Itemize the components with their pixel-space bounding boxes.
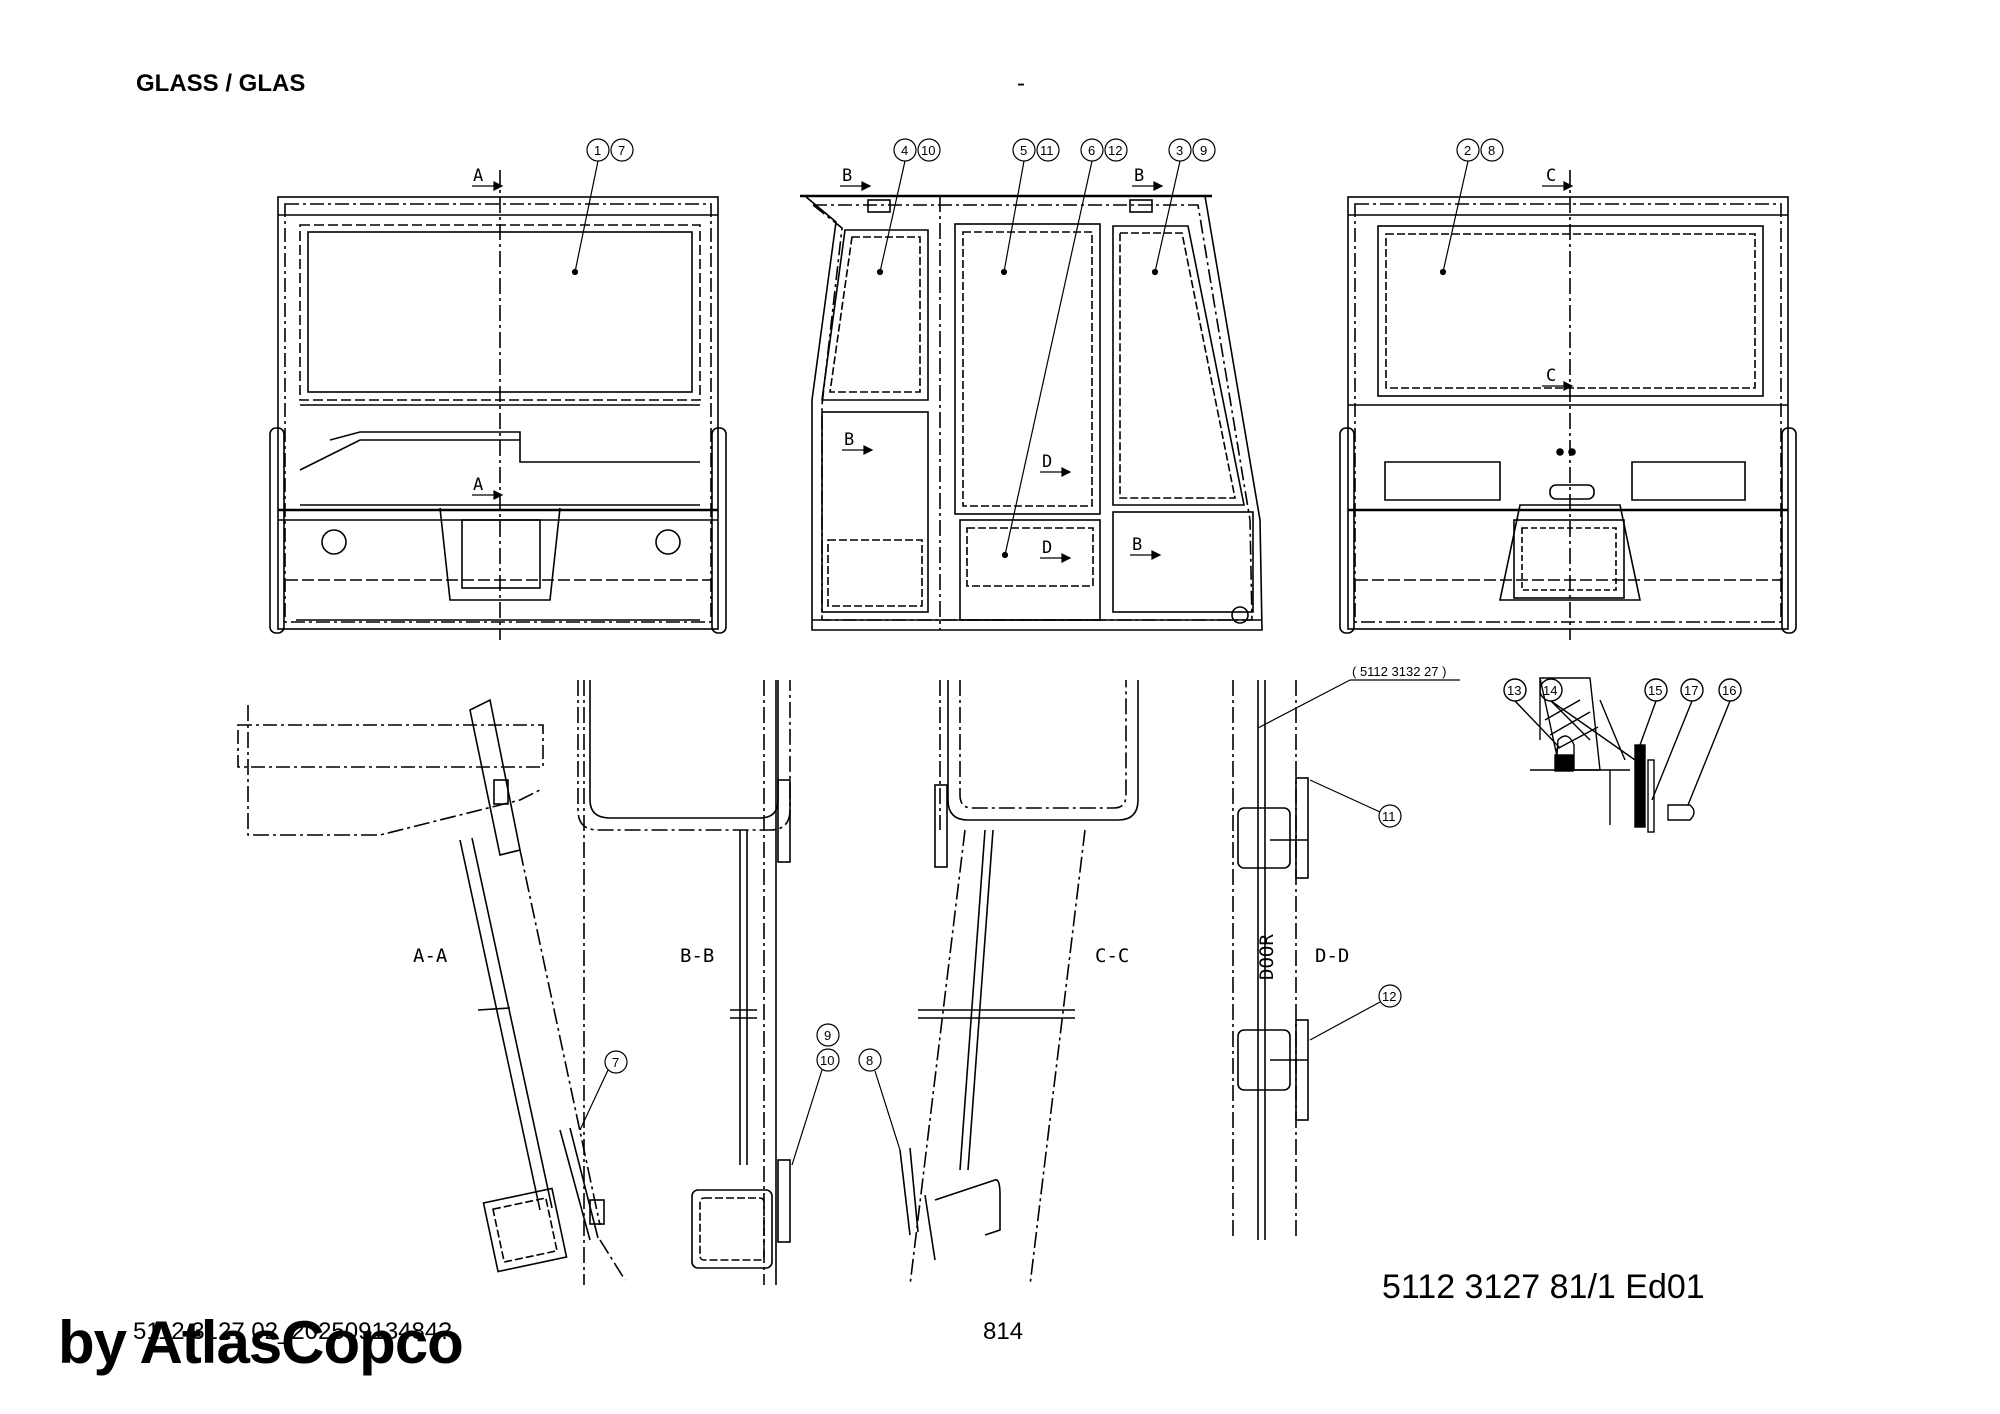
callout-13: 13	[1507, 683, 1521, 698]
section-mark-b-top: B	[1134, 166, 1144, 186]
section-dd-reference: ( 5112 3132 27 )	[1352, 664, 1446, 679]
callout-7: 7	[618, 143, 625, 158]
section-mark-a: A	[473, 166, 483, 186]
callout-9: 9	[1200, 143, 1207, 158]
side-view-marks	[840, 138, 1216, 563]
header-separator: -	[1017, 70, 1025, 97]
side-view	[800, 194, 1263, 631]
callout-5: 5	[1020, 143, 1027, 158]
section-aa	[237, 698, 628, 1281]
section-dd-label: D-D	[1315, 945, 1349, 967]
section-cc-label: C-C	[1095, 945, 1129, 967]
section-bb-label: B-B	[680, 945, 714, 967]
callout-12: 12	[1108, 143, 1122, 158]
door-label: DOOR	[1256, 934, 1278, 980]
section-mark-d-lower: D	[1042, 538, 1052, 558]
section-aa-callout: 7	[612, 1055, 619, 1070]
section-dd-callout-12: 12	[1382, 989, 1396, 1004]
page-number: 814	[983, 1318, 1024, 1345]
section-mark-c-lower: C	[1546, 366, 1556, 386]
callout-16: 16	[1722, 683, 1736, 698]
section-bb	[577, 680, 840, 1285]
footer-code: 5112 3127 02_20250913484?	[133, 1318, 452, 1345]
callout-15: 15	[1648, 683, 1662, 698]
section-mark-c: C	[1546, 166, 1556, 186]
section-bb-callout-9: 9	[824, 1028, 831, 1043]
callout-3: 3	[1176, 143, 1183, 158]
rear-view-marks	[1439, 138, 1574, 391]
callout-10: 10	[921, 143, 935, 158]
section-mark-a-lower: A	[473, 475, 483, 495]
seal-detail	[1503, 677, 1742, 833]
section-mark-b: B	[842, 166, 852, 186]
document-number: 5112 3127 81/1 Ed01	[1382, 1268, 1705, 1306]
rear-view	[1339, 170, 1797, 640]
callout-8: 8	[1488, 143, 1495, 158]
section-mark-b-lower: B	[1132, 535, 1142, 555]
callout-1: 1	[594, 143, 601, 158]
section-cc-callout: 8	[866, 1053, 873, 1068]
callout-2: 2	[1464, 143, 1471, 158]
section-mark-b-mid: B	[844, 430, 854, 450]
callout-6: 6	[1088, 143, 1095, 158]
section-aa-label: A-A	[413, 945, 448, 967]
callout-4: 4	[901, 143, 908, 158]
callout-14: 14	[1543, 683, 1557, 698]
page-title: GLASS / GLAS	[136, 70, 306, 97]
brand-watermark: by AtlasCopco	[58, 1309, 464, 1376]
callout-11: 11	[1040, 143, 1054, 158]
section-mark-d: D	[1042, 452, 1052, 472]
front-view	[269, 170, 727, 640]
callout-17: 17	[1684, 683, 1698, 698]
section-dd	[1232, 679, 1460, 1240]
section-cc	[858, 680, 1139, 1286]
section-bb-callout-10: 10	[820, 1053, 834, 1068]
section-dd-callout-11: 11	[1382, 809, 1396, 824]
front-view-marks	[472, 138, 634, 500]
